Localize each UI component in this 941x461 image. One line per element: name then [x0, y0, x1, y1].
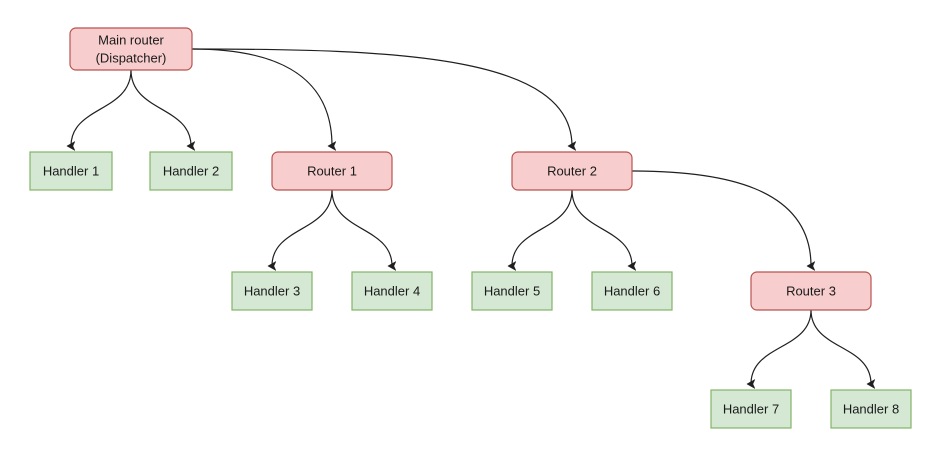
- edge-main-router-to-router-1: [191, 48, 337, 151]
- node-handler-1-shape[interactable]: [29, 151, 113, 191]
- node-handler-5-label: Handler 5: [484, 283, 540, 298]
- node-handler-6-shape[interactable]: [591, 271, 673, 311]
- node-router-1[interactable]: Router 1: [271, 151, 393, 191]
- node-router-3[interactable]: Router 3: [750, 271, 872, 311]
- node-handler-4-label: Handler 4: [364, 283, 420, 298]
- node-handler-5-shape[interactable]: [471, 271, 553, 311]
- edge-router-2-to-handler-6: [571, 189, 637, 271]
- node-router-3-label: Router 3: [786, 283, 836, 298]
- node-handler-7-label: Handler 7: [723, 401, 779, 416]
- node-handler-7-shape[interactable]: [710, 389, 792, 429]
- node-handler-8-label: Handler 8: [843, 401, 899, 416]
- edge-router-1-to-handler-4: [331, 189, 397, 271]
- node-main-router-shape[interactable]: [69, 27, 193, 71]
- node-handler-8-shape[interactable]: [830, 389, 912, 429]
- edge-router-2-to-handler-5: [507, 189, 573, 271]
- node-handler-2-shape[interactable]: [149, 151, 233, 191]
- edge-main-router-to-handler-2: [130, 69, 196, 151]
- edge-router-3-to-handler-8: [810, 309, 876, 389]
- edge-main-router-to-handler-1: [66, 69, 132, 151]
- node-handler-3[interactable]: Handler 3: [231, 271, 313, 311]
- node-handler-2[interactable]: Handler 2: [149, 151, 233, 191]
- edge-main-router-to-router-2: [191, 48, 577, 151]
- node-layer: Main router (Dispatcher) Handler 1 Handl…: [29, 27, 912, 429]
- node-router-3-shape[interactable]: [750, 271, 872, 311]
- node-handler-1-label: Handler 1: [43, 163, 99, 178]
- edge-router-2-to-router-3: [631, 170, 816, 271]
- node-handler-2-label: Handler 2: [163, 163, 219, 178]
- node-handler-6[interactable]: Handler 6: [591, 271, 673, 311]
- edge-router-3-to-handler-7: [746, 309, 812, 389]
- node-handler-5[interactable]: Handler 5: [471, 271, 553, 311]
- node-main-router[interactable]: Main router (Dispatcher): [69, 27, 193, 71]
- node-handler-4-shape[interactable]: [351, 271, 433, 311]
- node-router-1-shape[interactable]: [271, 151, 393, 191]
- node-router-1-label: Router 1: [307, 163, 357, 178]
- node-handler-7[interactable]: Handler 7: [710, 389, 792, 429]
- node-handler-3-label: Handler 3: [244, 283, 300, 298]
- node-router-2[interactable]: Router 2: [511, 151, 633, 191]
- node-handler-1[interactable]: Handler 1: [29, 151, 113, 191]
- edge-router-1-to-handler-3: [267, 189, 333, 271]
- node-router-2-label: Router 2: [547, 163, 597, 178]
- node-router-2-shape[interactable]: [511, 151, 633, 191]
- node-main-router-label-line1: Main router: [98, 32, 164, 47]
- node-handler-6-label: Handler 6: [604, 283, 660, 298]
- node-handler-3-shape[interactable]: [231, 271, 313, 311]
- node-handler-4[interactable]: Handler 4: [351, 271, 433, 311]
- node-main-router-label-line2: (Dispatcher): [96, 50, 167, 65]
- edge-layer: [66, 48, 876, 389]
- node-handler-8[interactable]: Handler 8: [830, 389, 912, 429]
